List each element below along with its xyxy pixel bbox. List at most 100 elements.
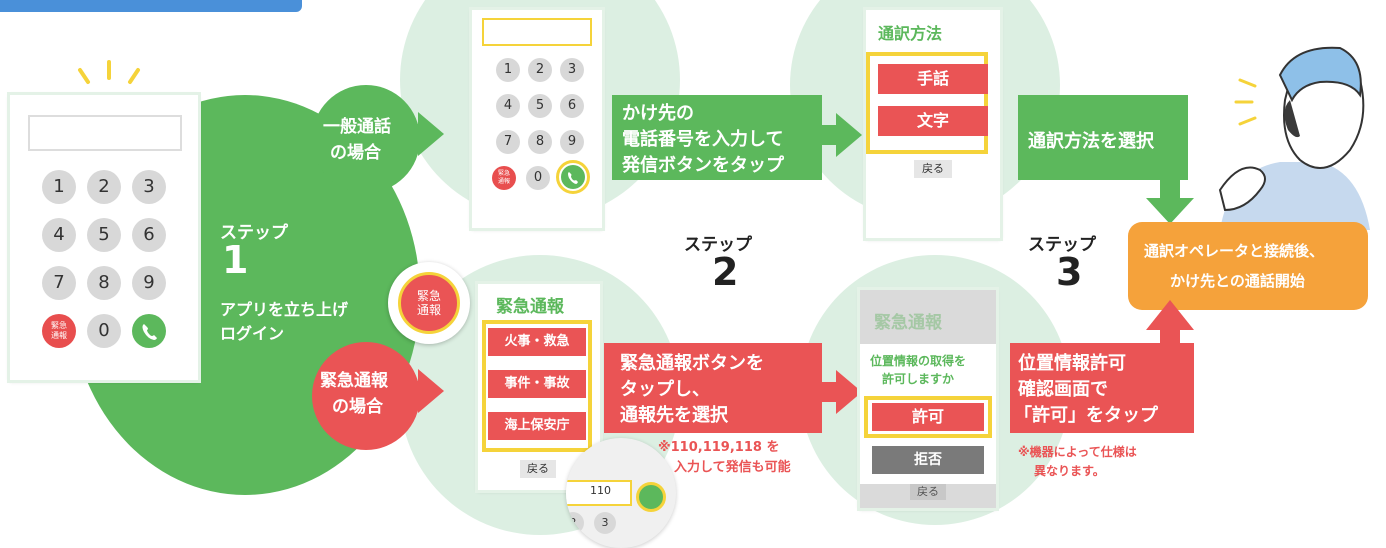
key-9[interactable]: 9	[132, 266, 166, 300]
step1-phone: 1 2 3 4 5 6 7 8 9 緊急 通報 0	[10, 95, 198, 380]
key-2[interactable]: 2	[87, 170, 121, 204]
emergency-step2-line3: 通報先を選択	[620, 405, 728, 426]
emergency-note-line1: ※110,119,118 を	[658, 440, 780, 455]
location-screen-title: 緊急通報	[874, 313, 942, 333]
arrow-down-shaft	[1160, 180, 1180, 200]
device-note-line1: ※機器によって仕様は	[1018, 445, 1137, 459]
general-step3-text: 通訳方法を選択	[1028, 131, 1154, 152]
phone-display	[28, 115, 182, 151]
step2-label: ステップ	[684, 235, 752, 255]
arrow-emergency-1-shaft	[405, 381, 421, 401]
arrow-emergency-2-shaft	[822, 382, 838, 402]
option-incident-accident[interactable]: 事件・事故	[488, 370, 586, 398]
g-key-6[interactable]: 6	[560, 94, 584, 118]
emergency-step2-box: 緊急通報ボタンを タップし、 通報先を選択	[604, 343, 822, 433]
emergency-key[interactable]: 緊急 通報	[42, 314, 76, 348]
arrow-general-2-shaft	[822, 125, 838, 145]
emergency-note-line2: 入力して発信も可能	[674, 460, 791, 475]
arrow-down-head	[1146, 198, 1194, 224]
method-options-frame	[866, 52, 988, 154]
location-prompt-line1: 位置情報の取得を	[870, 354, 967, 368]
location-phone: 緊急通報 位置情報の取得を 許可しますか 許可 拒否 戻る	[860, 290, 996, 508]
method-phone: 通訳方法 手話 文字 戻る	[866, 10, 1000, 238]
step1-number: 1	[222, 238, 249, 282]
arrow-general-1	[418, 112, 444, 156]
phone-icon	[142, 324, 157, 340]
g-key-4[interactable]: 4	[496, 94, 520, 118]
general-step3-box: 通訳方法を選択	[1018, 95, 1188, 180]
emergency-step2-line2: タップし、	[620, 379, 710, 400]
general-case-line1: 一般通話	[323, 117, 391, 137]
g-key-0[interactable]: 0	[526, 166, 550, 190]
g-key-3[interactable]: 3	[560, 58, 584, 82]
g-emergency-key[interactable]: 緊急 通報	[492, 166, 516, 190]
deny-button[interactable]: 拒否	[872, 446, 984, 474]
method-option-text[interactable]: 文字	[878, 106, 988, 136]
emergency-case-line2: の場合	[332, 397, 383, 417]
key-5[interactable]: 5	[87, 218, 121, 252]
emergency-options-frame	[482, 320, 592, 452]
general-step2-line3: 発信ボタンをタップ	[622, 155, 784, 176]
general-phone: 1 2 3 4 5 6 7 8 9 緊急 通報 0	[472, 10, 602, 228]
location-back-button: 戻る	[910, 484, 946, 500]
step1-label: ステップ	[220, 223, 288, 243]
key-4[interactable]: 4	[42, 218, 76, 252]
g-key-1[interactable]: 1	[496, 58, 520, 82]
emergency-step3-line1: 位置情報許可	[1018, 353, 1126, 374]
key-1[interactable]: 1	[42, 170, 76, 204]
arrow-up-head	[1146, 300, 1194, 330]
g-call-highlight	[556, 160, 590, 194]
allow-frame	[864, 396, 992, 438]
operator-person-illustration	[1200, 40, 1370, 230]
header-tab	[0, 0, 302, 12]
emergency-badge: 緊急 通報	[398, 272, 460, 334]
key-6[interactable]: 6	[132, 218, 166, 252]
option-coast-guard[interactable]: 海上保安庁	[488, 412, 586, 440]
call-button[interactable]	[132, 314, 166, 348]
key-0[interactable]: 0	[87, 314, 121, 348]
zoom-call-highlight	[636, 482, 666, 512]
method-option-sign[interactable]: 手話	[878, 64, 988, 94]
g-key-9[interactable]: 9	[560, 130, 584, 154]
step1-desc-line1: アプリを立ち上げ	[220, 300, 349, 319]
emergency-step3-line2: 確認画面で	[1018, 379, 1108, 400]
g-key-2[interactable]: 2	[528, 58, 552, 82]
result-line2: かけ先との通話開始	[1170, 272, 1305, 290]
step1-desc-line2: ログイン	[220, 324, 285, 343]
arrow-emergency-1	[418, 369, 444, 413]
general-case-circle	[312, 85, 420, 193]
device-note-line2: 異なります。	[1034, 464, 1105, 478]
arrow-emergency-2	[836, 370, 862, 414]
emergency-case-line1: 緊急通報	[320, 371, 388, 391]
arrow-general-2	[836, 113, 862, 157]
general-step2-box: かけ先の 電話番号を入力して 発信ボタンをタップ	[612, 95, 822, 180]
emergency-step3-line3: 「許可」をタップ	[1014, 405, 1158, 426]
zoom-number: 110	[590, 484, 611, 497]
method-back-button[interactable]: 戻る	[914, 160, 952, 178]
location-prompt-line2: 許可しますか	[882, 372, 955, 386]
option-fire-ambulance[interactable]: 火事・救急	[488, 328, 586, 356]
g-key-5[interactable]: 5	[528, 94, 552, 118]
zoom-display	[566, 480, 632, 506]
general-phone-display	[482, 18, 592, 46]
zoom-key-2: 2	[566, 512, 584, 534]
key-3[interactable]: 3	[132, 170, 166, 204]
g-call-button[interactable]	[561, 165, 585, 189]
general-step2-line2: 電話番号を入力して	[622, 129, 784, 150]
allow-button[interactable]: 許可	[872, 403, 984, 431]
arrow-general-1-shaft	[405, 124, 421, 144]
emergency-back-button[interactable]: 戻る	[520, 460, 556, 478]
zoom-key-3: 3	[594, 512, 616, 534]
key-7[interactable]: 7	[42, 266, 76, 300]
key-8[interactable]: 8	[87, 266, 121, 300]
g-key-8[interactable]: 8	[528, 130, 552, 154]
step3-label: ステップ	[1028, 235, 1096, 255]
method-title: 通訳方法	[878, 24, 943, 43]
emergency-step3-box: 位置情報許可 確認画面で 「許可」をタップ	[1010, 343, 1194, 433]
g-key-7[interactable]: 7	[496, 130, 520, 154]
step3-number: 3	[1056, 250, 1083, 294]
general-case-line2: の場合	[330, 143, 381, 163]
general-step2-line1: かけ先の	[622, 103, 694, 124]
phone-icon	[568, 172, 578, 184]
result-box: 通訳オペレータと接続後、 かけ先との通話開始	[1128, 222, 1368, 310]
